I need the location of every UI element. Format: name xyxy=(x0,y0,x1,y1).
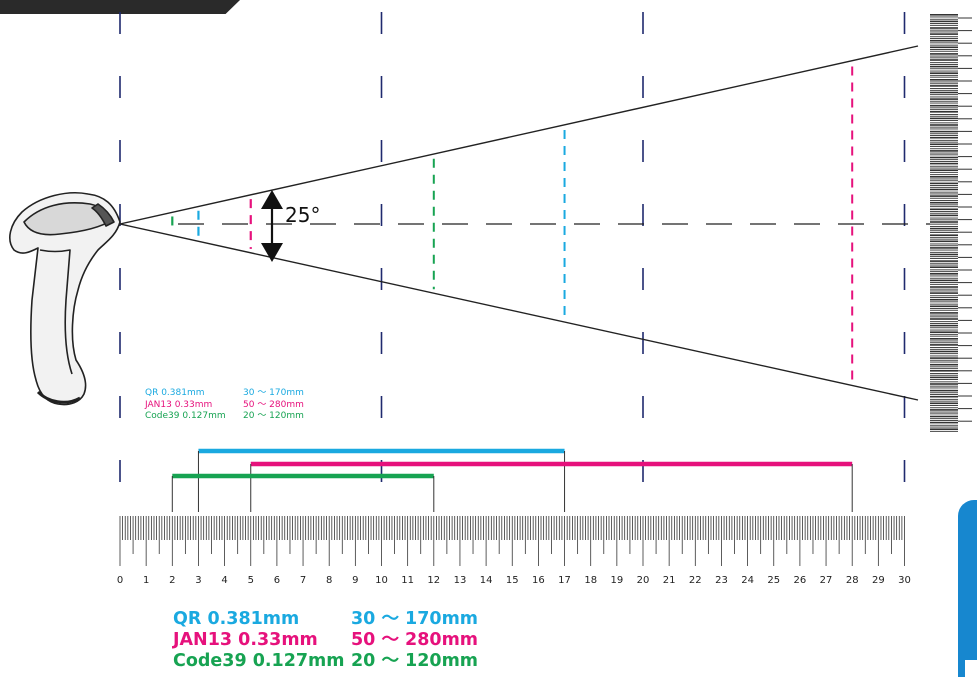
legend-row-jan13: JAN13 0.33mm 50 〜 280mm xyxy=(173,630,478,651)
ruler-tick-label: 8 xyxy=(326,575,332,586)
ruler-tick-label: 25 xyxy=(767,575,780,586)
cone-lower-line xyxy=(119,223,919,401)
legend-code-range: 20 〜 120mm xyxy=(351,651,479,671)
ruler-tick-label: 26 xyxy=(794,575,807,586)
ruler-tick-label: 15 xyxy=(506,575,519,586)
ruler-tick-label: 19 xyxy=(610,575,623,586)
legend-row-qr: QR 0.381mm 30 〜 170mm xyxy=(173,609,478,630)
ruler-tick-label: 29 xyxy=(872,575,885,586)
ruler-tick-label: 0 xyxy=(117,575,123,586)
ruler-tick-label: 16 xyxy=(532,575,545,586)
legend-row-code39: Code39 0.127mm 20 〜 120mm xyxy=(145,411,304,423)
ruler-tick-label: 9 xyxy=(352,575,358,586)
side-tab xyxy=(958,500,977,677)
main-legend: QR 0.381mm 30 〜 170mm JAN13 0.33mm 50 〜 … xyxy=(173,609,478,672)
legend-code-name: JAN13 0.33mm xyxy=(145,399,213,410)
angle-label: 25° xyxy=(285,203,320,227)
corner-decoration xyxy=(0,0,240,14)
ruler-tick-label: 4 xyxy=(221,575,227,586)
legend-code-range: 50 〜 280mm xyxy=(351,630,479,650)
scan-cone xyxy=(119,45,930,401)
ruler-tick-label: 12 xyxy=(427,575,440,586)
small-legend: QR 0.381mm 30 〜 170mm JAN13 0.33mm 50 〜 … xyxy=(145,388,304,423)
ruler-tick-label: 27 xyxy=(820,575,833,586)
legend-code-name: QR 0.381mm xyxy=(173,609,300,629)
ruler-tick-label: 2 xyxy=(169,575,175,586)
ruler-tick-label: 14 xyxy=(480,575,493,586)
side-tab-notch xyxy=(965,660,977,677)
ruler-tick-label: 30 xyxy=(898,575,911,586)
focus-markers xyxy=(171,66,854,382)
ruler-tick-label: 18 xyxy=(584,575,597,586)
barcode-icon xyxy=(930,14,972,432)
double-arrow-icon xyxy=(261,190,283,262)
ruler-tick-label: 20 xyxy=(637,575,650,586)
ruler-tick-label: 13 xyxy=(454,575,467,586)
ruler-tick-label: 5 xyxy=(248,575,254,586)
legend-code-name: QR 0.381mm xyxy=(145,388,205,398)
ruler-tick-label: 22 xyxy=(689,575,702,586)
ruler-tick-label: 17 xyxy=(558,575,571,586)
legend-code-range: 30 〜 170mm xyxy=(351,609,479,629)
range-bars xyxy=(171,448,853,512)
legend-row-code39: Code39 0.127mm 20 〜 120mm xyxy=(173,651,478,672)
ruler-tick-label: 10 xyxy=(375,575,388,586)
legend-row-qr: QR 0.381mm 30 〜 170mm xyxy=(145,388,304,400)
legend-code-name: JAN13 0.33mm xyxy=(173,630,318,650)
legend-code-range: 20 〜 120mm xyxy=(243,411,304,421)
ruler-tick-label: 1 xyxy=(143,575,149,586)
legend-code-name: Code39 0.127mm xyxy=(173,651,345,671)
guide-lines xyxy=(119,12,906,515)
ruler-tick-label: 21 xyxy=(663,575,676,586)
legend-code-name: Code39 0.127mm xyxy=(145,411,226,421)
cone-upper-line xyxy=(119,45,919,225)
ruler-tick-label: 11 xyxy=(401,575,414,586)
ruler-tick-label: 23 xyxy=(715,575,728,586)
legend-row-jan13: JAN13 0.33mm 50 〜 280mm xyxy=(145,399,304,412)
ruler-tick-label: 28 xyxy=(846,575,859,586)
ruler-tick-label: 24 xyxy=(741,575,754,586)
ruler-tick-label: 6 xyxy=(274,575,280,586)
ruler-tick-label: 7 xyxy=(300,575,306,586)
legend-code-range: 50 〜 280mm xyxy=(243,399,304,410)
barcode-scanner-icon xyxy=(9,192,121,406)
ruler-tick-label: 3 xyxy=(195,575,201,586)
legend-code-range: 30 〜 170mm xyxy=(243,388,304,398)
